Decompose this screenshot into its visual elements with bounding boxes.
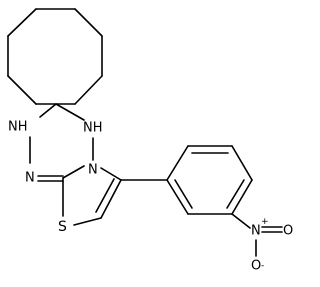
molecule-diagram: NH NH N N S N + O O - xyxy=(7,8,293,274)
n-nitro-label: N xyxy=(251,224,261,239)
nh-left-label: NH xyxy=(8,120,28,135)
n-bridge-label: N xyxy=(88,163,98,178)
triazine-ring xyxy=(29,103,94,182)
o-single-charge: - xyxy=(261,261,264,271)
nh-right-label: NH xyxy=(83,121,103,136)
nitro-group xyxy=(231,213,283,257)
s-thiazole-label: S xyxy=(58,219,67,235)
o-double-label: O xyxy=(283,224,293,239)
benzene-ring xyxy=(166,145,253,215)
cyclooctane-ring xyxy=(7,8,103,105)
o-single-label: O xyxy=(251,259,261,274)
n-nitro-charge: + xyxy=(261,217,269,227)
thiazole-ring xyxy=(62,167,122,226)
n-imine-label: N xyxy=(25,171,35,186)
